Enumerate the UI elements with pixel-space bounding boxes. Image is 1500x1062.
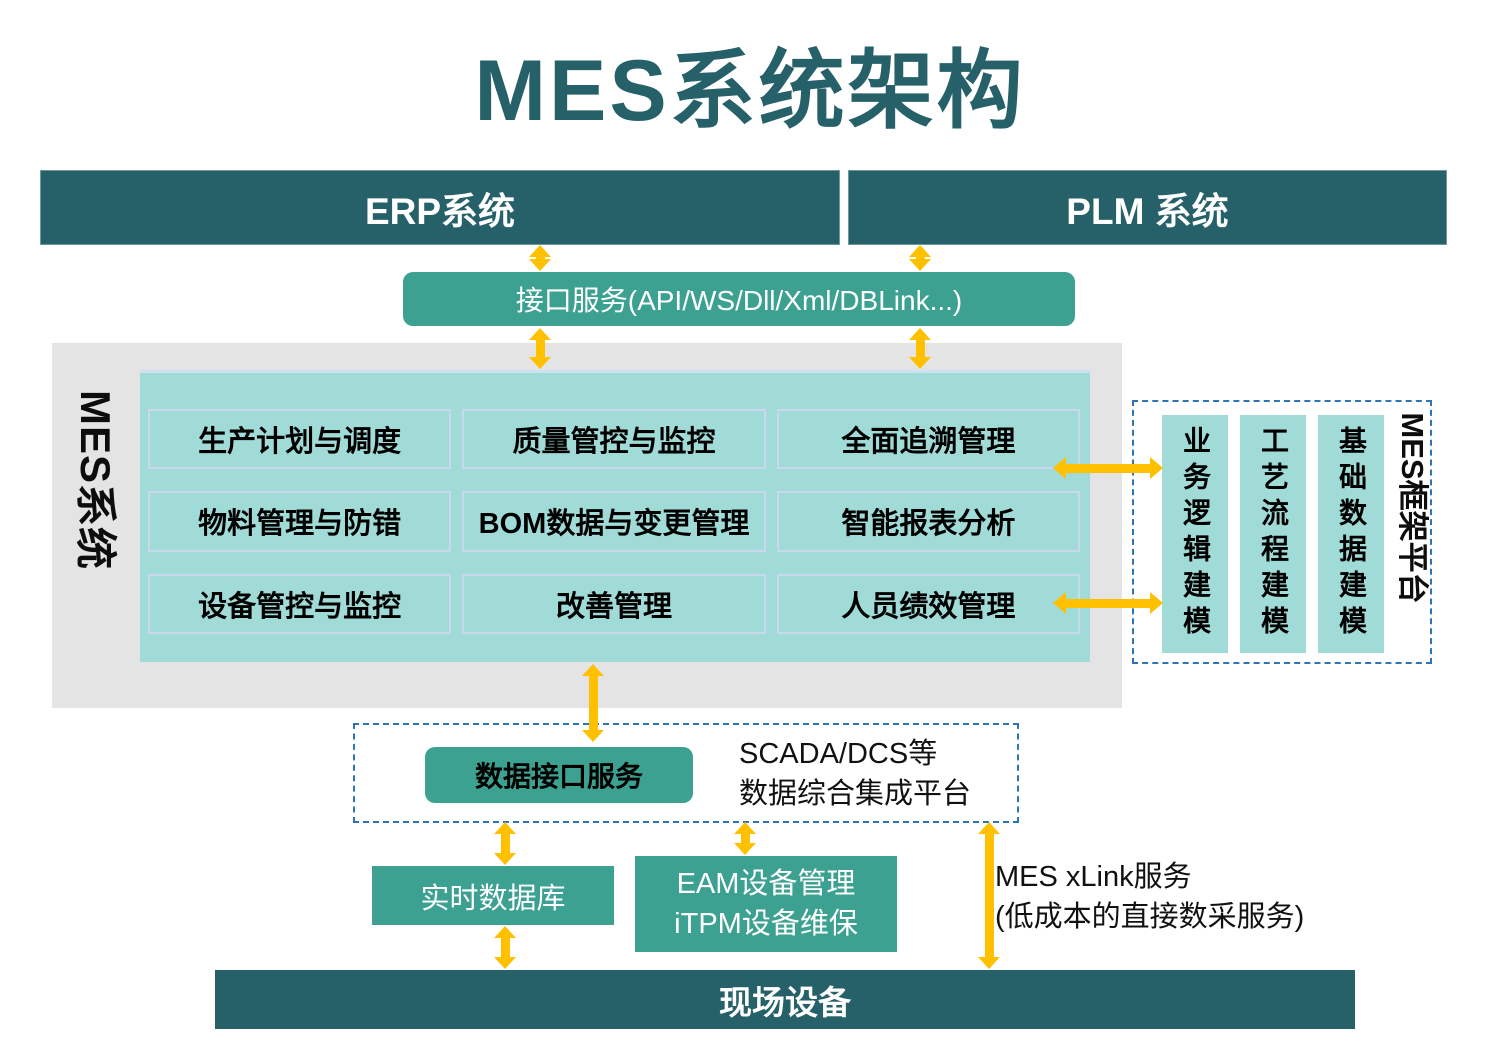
field-equipment-bar: 现场设备 bbox=[215, 970, 1355, 1029]
interface-service-bar: 接口服务(API/WS/Dll/Xml/DBLink...) bbox=[403, 272, 1075, 326]
arrow-scada-to-realtimedb bbox=[493, 822, 517, 865]
mes-modules-box: 生产计划与调度 质量管控与监控 全面追溯管理 物料管理与防错 BOM数据与变更管… bbox=[140, 370, 1090, 662]
scada-platform-label: SCADA/DCS等 数据综合集成平台 bbox=[739, 734, 971, 814]
arrow-scada-to-eam bbox=[733, 822, 757, 855]
module-report-analysis: 智能报表分析 bbox=[776, 491, 1080, 552]
arrow-mes-to-framework-top bbox=[1053, 456, 1163, 480]
data-interface-service-button: 数据接口服务 bbox=[425, 747, 693, 803]
pillar-process-flow-modeling: 工艺流程建模 bbox=[1240, 415, 1306, 653]
module-personnel-performance: 人员绩效管理 bbox=[776, 573, 1080, 634]
module-production-planning: 生产计划与调度 bbox=[148, 409, 452, 470]
arrow-interface-to-mes-right bbox=[908, 328, 932, 369]
arrow-erp-to-interface bbox=[528, 245, 552, 271]
erp-system-bar: ERP系统 bbox=[40, 170, 840, 245]
arrow-mes-to-scada bbox=[581, 664, 605, 742]
module-equipment-control: 设备管控与监控 bbox=[148, 573, 452, 634]
pillar-business-logic-modeling: 业务逻辑建模 bbox=[1162, 415, 1228, 653]
xlink-line1: MES xLink服务 bbox=[995, 861, 1192, 893]
mes-framework-label: MES框架平台 bbox=[1395, 412, 1430, 604]
scada-line2: 数据综合集成平台 bbox=[739, 778, 972, 810]
realtime-database-box: 实时数据库 bbox=[372, 866, 614, 925]
module-traceability: 全面追溯管理 bbox=[776, 409, 1080, 470]
arrow-plm-to-interface bbox=[908, 245, 932, 271]
arrow-realtimedb-to-field bbox=[493, 926, 517, 969]
module-improvement: 改善管理 bbox=[462, 573, 766, 634]
mes-system-label: MES系统 bbox=[72, 389, 119, 570]
eam-itpm-box: EAM设备管理 iTPM设备维保 bbox=[635, 856, 897, 952]
scada-line1: SCADA/DCS等 bbox=[739, 738, 938, 770]
mes-modules-grid: 生产计划与调度 质量管控与监控 全面追溯管理 物料管理与防错 BOM数据与变更管… bbox=[148, 409, 1080, 634]
pillar-base-data-modeling: 基础数据建模 bbox=[1318, 415, 1384, 653]
mes-framework-panel: 业务逻辑建模 工艺流程建模 基础数据建模 bbox=[1132, 400, 1432, 664]
scada-integration-panel: 数据接口服务 SCADA/DCS等 数据综合集成平台 bbox=[353, 723, 1019, 823]
eam-line2: iTPM设备维保 bbox=[674, 908, 858, 940]
eam-line1: EAM设备管理 bbox=[676, 868, 856, 900]
arrow-interface-to-mes-left bbox=[528, 328, 552, 369]
module-quality-control: 质量管控与监控 bbox=[462, 409, 766, 470]
page-title: MES系统架构 bbox=[474, 43, 1026, 139]
arrow-mes-to-framework-bottom bbox=[1053, 591, 1163, 615]
arrow-xlink-scada-to-field bbox=[977, 822, 1001, 969]
plm-system-bar: PLM 系统 bbox=[848, 170, 1447, 245]
module-bom-management: BOM数据与变更管理 bbox=[462, 491, 766, 552]
module-material-management: 物料管理与防错 bbox=[148, 491, 452, 552]
xlink-line2: (低成本的直接数采服务) bbox=[995, 901, 1305, 933]
xlink-service-label: MES xLink服务 (低成本的直接数采服务) bbox=[995, 857, 1304, 937]
